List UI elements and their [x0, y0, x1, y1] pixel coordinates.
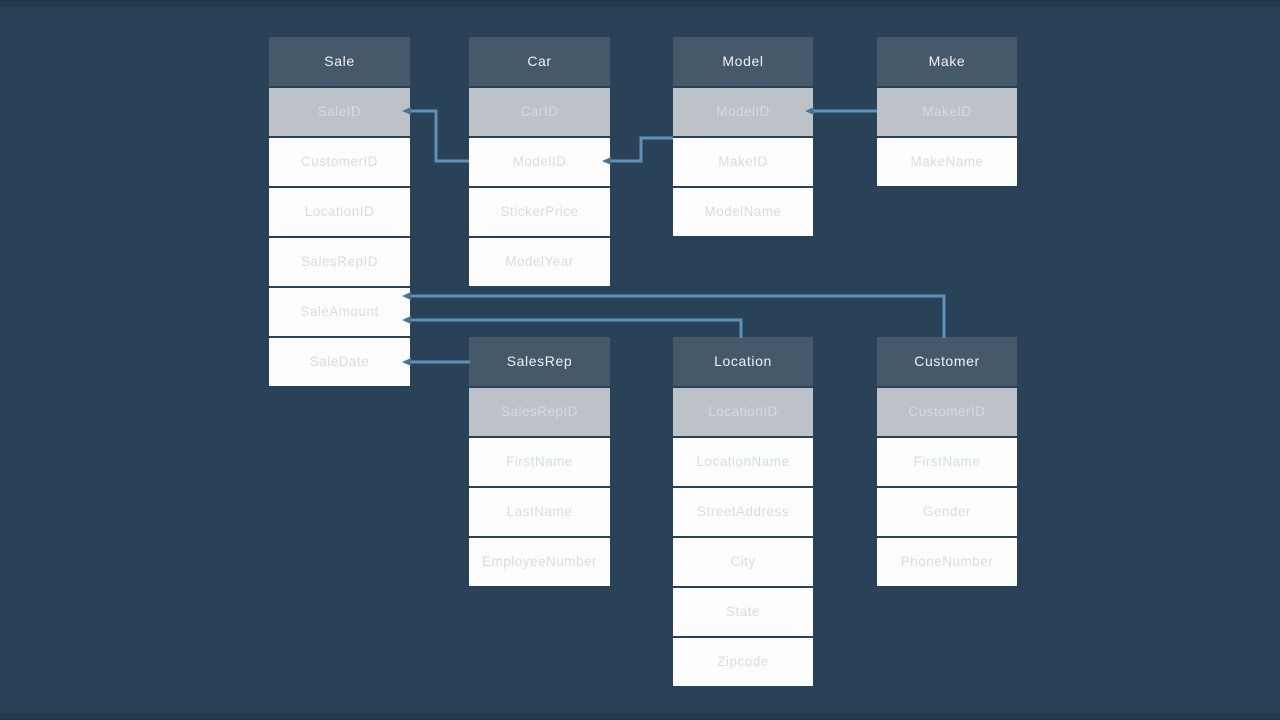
primary-key-field-locationid: LocationID — [673, 388, 813, 436]
field-location-state: State — [673, 588, 813, 636]
primary-key-field-saleid: SaleID — [269, 88, 410, 136]
field-location-zipcode: Zipcode — [673, 638, 813, 686]
table-header-customer: Customer — [877, 337, 1017, 386]
relationship-sale-to-customer — [410, 294, 946, 338]
table-header-location: Location — [673, 337, 813, 386]
table-header-model: Model — [673, 37, 813, 86]
letterbox-bottom — [0, 713, 1280, 720]
primary-key-field-carid: CarID — [469, 88, 610, 136]
relationship-sale-saleid-to-car — [410, 109, 469, 163]
field-salesrep-firstname: FirstName — [469, 438, 610, 486]
relationship-sale-to-location — [410, 318, 743, 338]
primary-key-field-makeid: MakeID — [877, 88, 1017, 136]
field-car-modelyear: ModelYear — [469, 238, 610, 286]
field-sale-saledate: SaleDate — [269, 338, 410, 386]
field-car-modelid: ModelID — [469, 138, 610, 186]
field-salesrep-employeenumber: EmployeeNumber — [469, 538, 610, 586]
field-make-makename: MakeName — [877, 138, 1017, 186]
field-sale-customerid: CustomerID — [269, 138, 410, 186]
field-location-locationname: LocationName — [673, 438, 813, 486]
table-header-salesrep: SalesRep — [469, 337, 610, 386]
field-sale-salesrepid: SalesRepID — [269, 238, 410, 286]
field-customer-phonenumber: PhoneNumber — [877, 538, 1017, 586]
field-location-streetaddress: StreetAddress — [673, 488, 813, 536]
field-car-stickerprice: StickerPrice — [469, 188, 610, 236]
field-model-makeid: MakeID — [673, 138, 813, 186]
relationship-car-modelid-to-model — [610, 136, 673, 163]
field-location-city: City — [673, 538, 813, 586]
field-sale-locationid: LocationID — [269, 188, 410, 236]
letterbox-top — [0, 0, 1280, 7]
table-header-make: Make — [877, 37, 1017, 86]
field-salesrep-lastname: LastName — [469, 488, 610, 536]
field-customer-firstname: FirstName — [877, 438, 1017, 486]
field-sale-saleamount: SaleAmount — [269, 288, 410, 336]
primary-key-field-salesrepid: SalesRepID — [469, 388, 610, 436]
primary-key-field-customerid: CustomerID — [877, 388, 1017, 436]
table-header-sale: Sale — [269, 37, 410, 86]
field-model-modelname: ModelName — [673, 188, 813, 236]
table-header-car: Car — [469, 37, 610, 86]
primary-key-field-modelid: ModelID — [673, 88, 813, 136]
field-customer-gender: Gender — [877, 488, 1017, 536]
